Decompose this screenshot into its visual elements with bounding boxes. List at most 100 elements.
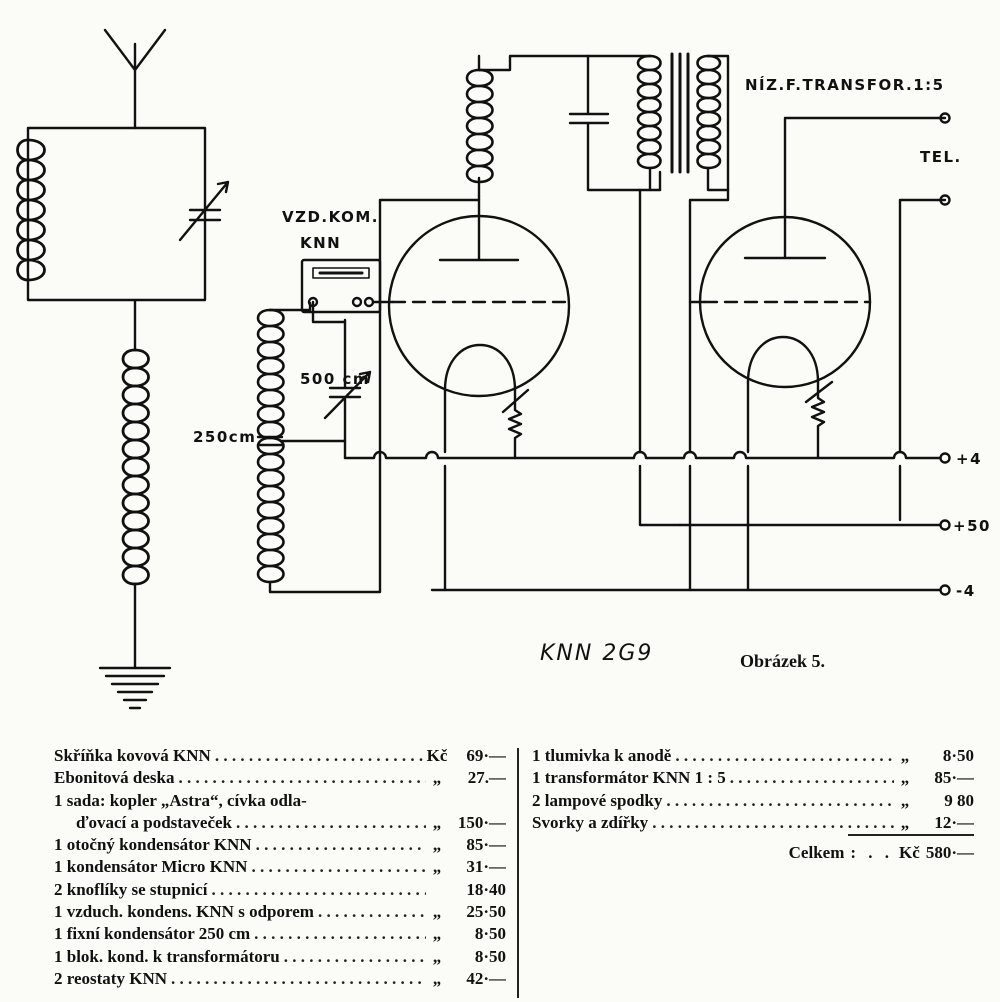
- parts-row: 2 reostaty KNN„42·—: [54, 968, 506, 990]
- leader-dots: [174, 767, 426, 789]
- part-currency: „: [432, 924, 442, 944]
- parts-row: Svorky a zdířky„12·—: [532, 812, 974, 834]
- circuit-schematic: NÍZ.F.TRANSFOR.1:5 TEL. VZD.KOM. KNN 500…: [16, 28, 989, 710]
- regen-variable-capacitor: [323, 318, 372, 460]
- part-name: 1 transformátor KNN 1 : 5: [532, 768, 726, 788]
- amplifier-tube: [698, 116, 947, 389]
- part-currency: „: [432, 857, 442, 877]
- part-name: ďovací a podstaveček: [76, 812, 233, 832]
- part-name: 1 fixní kondensátor 250 cm: [54, 924, 251, 944]
- cap500-label: 500 cm: [300, 370, 370, 388]
- parts-list-right: 1 tlumivka k anodě „ 8·50 1 transformátor K…: [532, 745, 974, 864]
- part-name: 1 blok. kond. k transformátoru: [54, 946, 280, 966]
- terminal-minus4: [939, 584, 951, 596]
- leader-dots: [208, 879, 426, 901]
- tel-terminal-1: [939, 112, 951, 124]
- part-name: 2 reostaty KNN: [54, 968, 167, 988]
- grid-coil: [256, 308, 382, 594]
- parts-row: Ebonitová deska „ 27.—: [54, 767, 506, 789]
- part-name: 2 lampové spodky: [532, 790, 663, 810]
- aerial-tuning-coil: [16, 138, 46, 282]
- part-currency: Kč: [426, 746, 448, 765]
- parts-row: 2 lampové spodky „ 9 80: [532, 790, 974, 812]
- part-name: Svorky a zdířky: [532, 812, 649, 832]
- part-price: 8·50: [474, 946, 506, 966]
- total-dots: : . .: [850, 843, 894, 863]
- ground-symbol: [98, 666, 172, 710]
- figure-caption: Obrázek 5.: [740, 651, 825, 671]
- part-currency: „: [432, 946, 442, 966]
- part-name: Skříňka kovová KNN: [54, 746, 211, 765]
- blocking-capacitor: [568, 54, 662, 192]
- part-price: 9 80: [944, 790, 974, 810]
- leader-dots: [671, 745, 894, 767]
- part-price: [448, 790, 506, 812]
- leader-dots: [167, 968, 426, 990]
- part-price: 31·—: [466, 857, 506, 877]
- tel-label: TEL.: [920, 148, 962, 166]
- part-price: 12·—: [934, 812, 974, 832]
- total-currency: Kč: [899, 843, 920, 863]
- parts-row: Skříňka kovová KNN Kč 69·—: [54, 745, 506, 767]
- parts-row: 1 sada: kopler „Astra“, cívka odla-: [54, 790, 506, 812]
- total-value: 580·—: [925, 843, 974, 863]
- part-price: 8·50: [942, 746, 974, 765]
- model-label: KNN 2G9: [540, 641, 653, 666]
- transformer-label: NÍZ.F.TRANSFOR.1:5: [745, 75, 945, 94]
- parts-row: 1 blok. kond. k transformátoru „ 8·50: [54, 946, 506, 968]
- part-name: 1 kondensátor Micro KNN: [54, 857, 248, 877]
- parts-row: 1 vzduch. kondens. KNN s odporem„25·50: [54, 901, 506, 923]
- part-currency: „: [432, 902, 442, 922]
- transformer-primary-bplus-wire: [638, 188, 682, 527]
- audio-transformer: [636, 52, 730, 192]
- leader-dots: [247, 856, 426, 878]
- leader-dots: [280, 946, 426, 968]
- part-price: 85·—: [466, 835, 506, 855]
- part-currency: „: [900, 768, 910, 788]
- leader-dots: [250, 923, 426, 945]
- ground-choke-coil: [121, 348, 150, 670]
- leader-dots: [232, 812, 426, 834]
- part-name: 2 knoflíky se stupnicí: [54, 879, 208, 899]
- total-label: Celkem: [788, 843, 845, 863]
- part-name: Ebonitová deska: [54, 768, 175, 788]
- leader-dots: [314, 901, 426, 923]
- part-currency: [426, 790, 448, 812]
- column-divider: [517, 748, 519, 998]
- part-price: 18·40: [466, 879, 506, 899]
- leader-dots: [726, 767, 894, 789]
- supply-bus: [343, 198, 942, 592]
- parts-list-left: Skříňka kovová KNN Kč 69·— Ebonitová deska „…: [54, 745, 506, 990]
- terminal-plus4: [939, 452, 951, 464]
- rheostat-1: [501, 388, 530, 460]
- part-currency: „: [432, 768, 442, 788]
- antenna-symbol: [103, 28, 167, 130]
- tuning-loop-wire: [26, 126, 207, 352]
- parts-row: 1 transformátor KNN 1 : 5 „ 85·—: [532, 767, 974, 789]
- part-currency: „: [432, 968, 442, 988]
- part-price: 27.—: [467, 768, 506, 788]
- part-name: 1 vzduch. kondens. KNN s odporem: [54, 902, 314, 922]
- parts-row: 1 kondensátor Micro KNN „ 31·—: [54, 856, 506, 878]
- part-price: 150·—: [457, 812, 506, 832]
- part-name: 1 otočný kondensátor KNN: [54, 835, 252, 855]
- parts-row: 1 tlumivka k anodě „ 8·50: [532, 745, 974, 767]
- plate-choke-1: [465, 54, 652, 198]
- part-price: 85·—: [934, 768, 974, 788]
- plus4-label: +4: [956, 450, 982, 468]
- leader-dots: [252, 834, 426, 856]
- sum-line: [848, 834, 974, 836]
- leader-dots: [648, 812, 894, 834]
- coil-top-wire: [268, 301, 312, 312]
- transformer-secondary-grid-wire: [688, 188, 730, 304]
- minus4-label: -4: [956, 582, 976, 600]
- part-currency: „: [900, 790, 910, 810]
- part-currency: „: [432, 812, 442, 832]
- part-price: 69·—: [466, 746, 506, 765]
- parts-row: 2 knoflíky se stupnicí 18·40: [54, 879, 506, 901]
- parts-row: 1 fixní kondensátor 250 cm„8·50: [54, 923, 506, 945]
- regen-label-line1: VZD.KOM.: [282, 208, 379, 226]
- part-name: 1 tlumivka k anodě: [532, 746, 672, 765]
- part-currency: „: [900, 746, 910, 765]
